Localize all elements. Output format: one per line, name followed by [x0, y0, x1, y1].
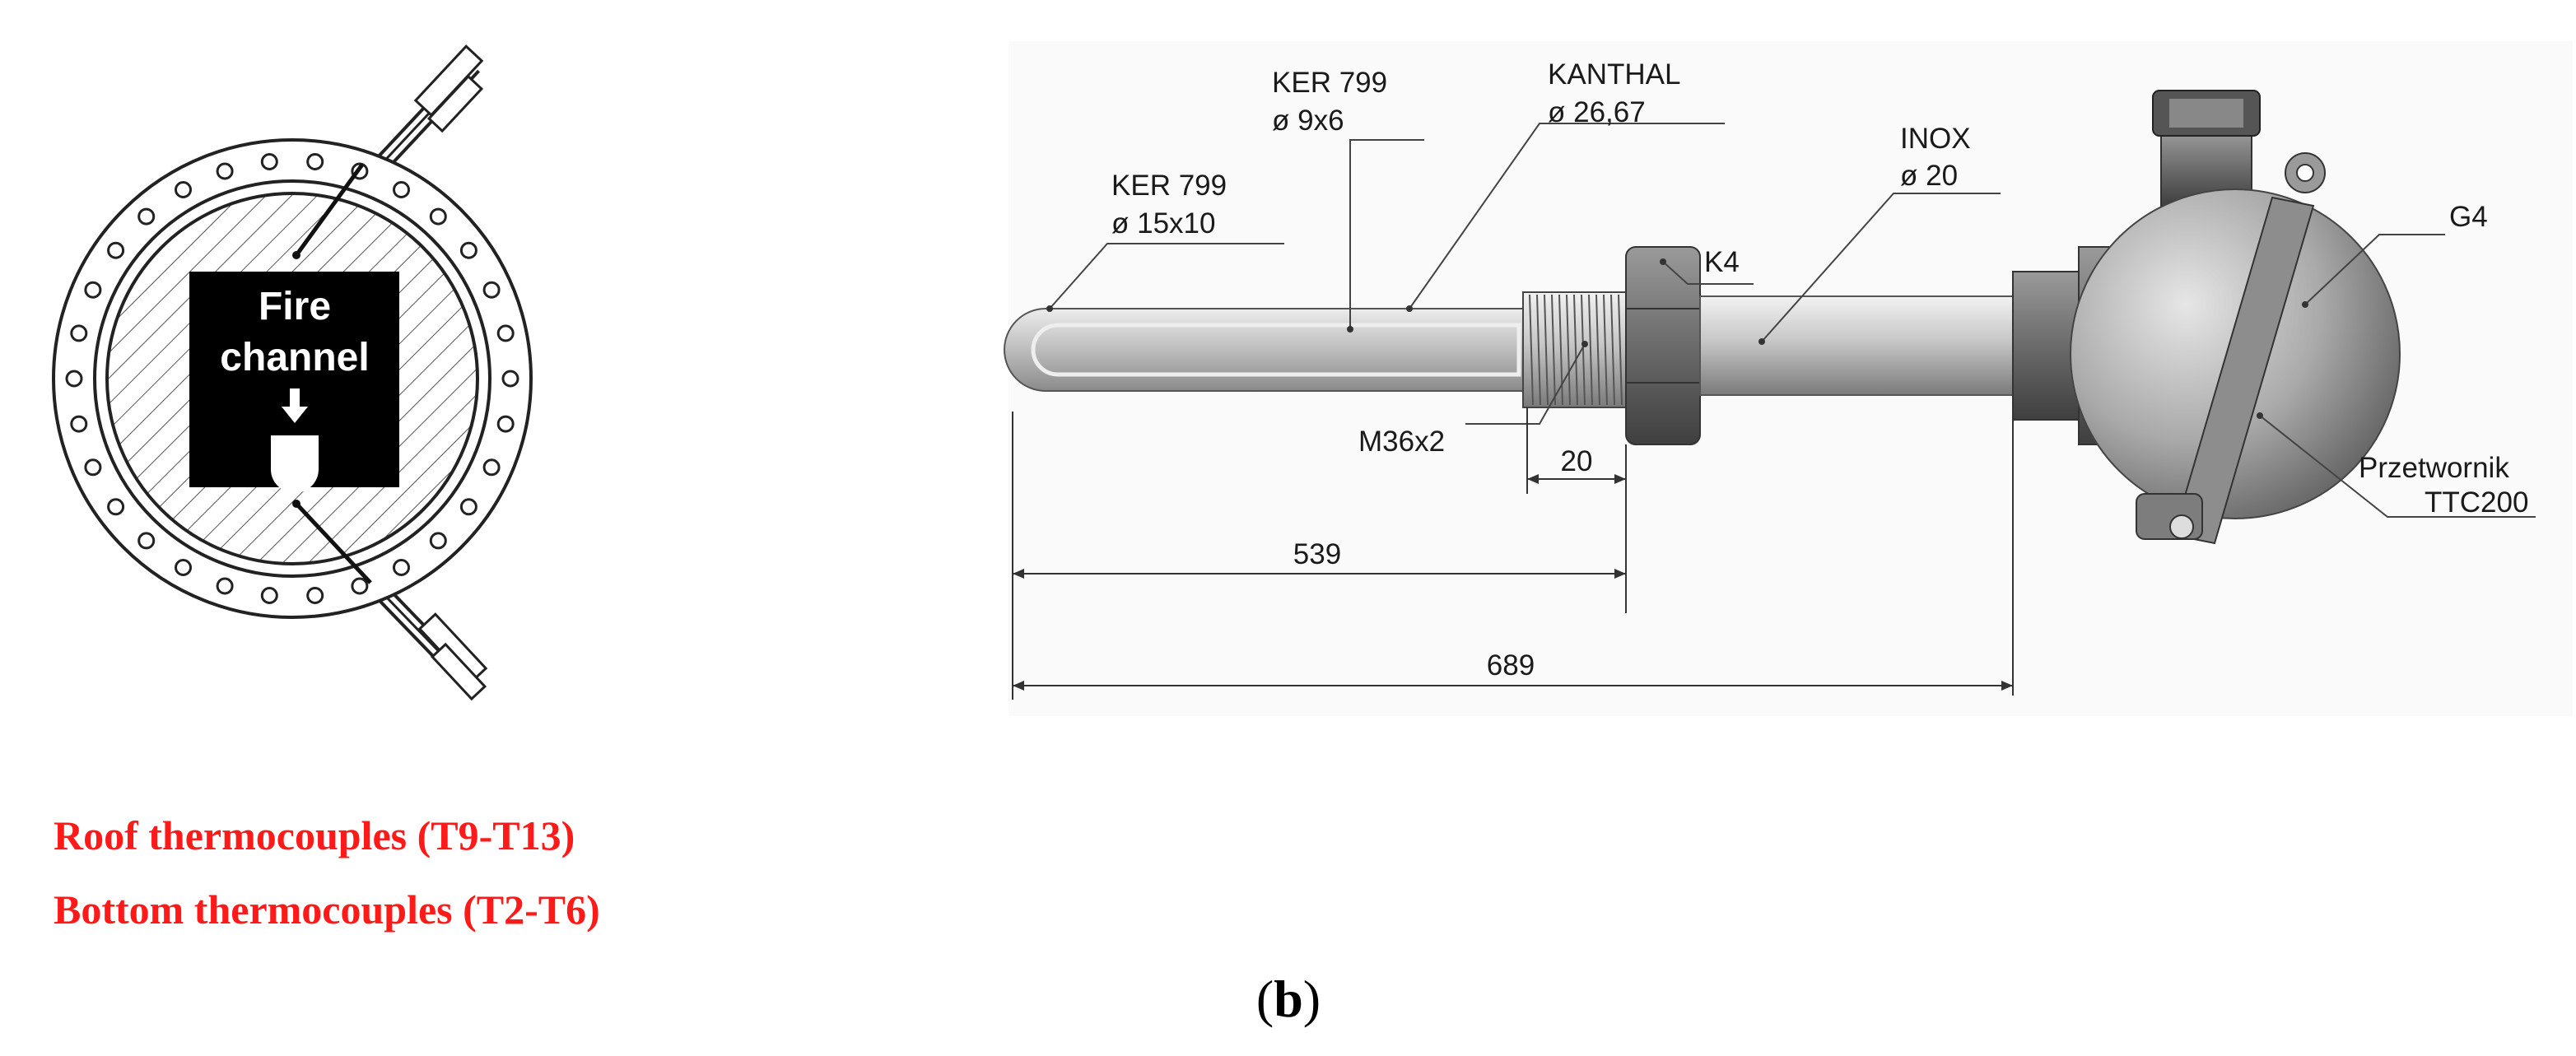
subfigure-close-paren: )	[1303, 970, 1321, 1028]
dimension-insertion-length: 539	[1293, 538, 1341, 570]
bolt-hole	[496, 415, 515, 433]
dimension-total-length: 689	[1487, 649, 1535, 682]
threaded-fitting	[1522, 291, 1627, 408]
thermocouple-drawing: KER 799 ø 15x10 KER 799 ø 9x6 KANTHAL ø …	[1004, 41, 2573, 716]
thread-ridge	[1588, 294, 1593, 406]
bolt-hole	[306, 587, 324, 604]
bolt-hole	[70, 415, 88, 433]
label-ker-inner-name: KER 799	[1272, 67, 1387, 99]
flange-bolt-holes	[65, 153, 519, 604]
bolt-hole	[496, 324, 515, 342]
thread-ridge	[1566, 294, 1571, 406]
bolt-hole	[393, 181, 410, 198]
subfigure-letter: b	[1274, 970, 1303, 1028]
furnace-cross-section: Fire channel	[52, 44, 533, 701]
caption-roof-thermocouples: Roof thermocouples (T9-T13)	[54, 812, 575, 858]
bolt-hole	[260, 587, 278, 604]
thread-ridge	[1603, 294, 1608, 406]
label-ker-outer-name: KER 799	[1111, 170, 1227, 202]
sample-specimen	[271, 435, 319, 493]
bolt-hole	[175, 559, 192, 576]
thread-ridge	[1544, 294, 1549, 406]
caption-bottom-thermocouples: Bottom thermocouples (T2-T6)	[54, 886, 600, 933]
bolt-hole	[84, 281, 102, 299]
bolt-hole	[70, 324, 88, 342]
ceramic-sheath	[1004, 308, 1532, 392]
thread-ridge	[1581, 294, 1586, 406]
label-kanthal-name: KANTHAL	[1548, 58, 1680, 91]
dimension-thread-length: 20	[1561, 445, 1593, 477]
bolt-hole	[459, 498, 477, 516]
bolt-hole	[84, 458, 102, 477]
head-latch	[2136, 493, 2203, 540]
dimension-lines	[1013, 474, 2013, 691]
head-clamp-band	[2172, 196, 2315, 545]
label-head: G4	[2449, 201, 2488, 233]
thread-ridge	[1558, 294, 1563, 406]
label-ker-inner-dim: ø 9x6	[1272, 105, 1344, 137]
bolt-hole	[306, 153, 324, 170]
down-arrow-icon	[282, 388, 308, 423]
bolt-hole	[65, 370, 83, 388]
bolt-hole	[137, 532, 156, 550]
label-nut: K4	[1704, 246, 1740, 278]
bolt-hole	[216, 577, 234, 595]
label-thread: M36x2	[1358, 426, 1445, 458]
bolt-hole	[351, 577, 369, 595]
bolt-hole	[393, 559, 410, 576]
inox-tube	[1699, 295, 2022, 396]
thread-ridge	[1573, 294, 1578, 406]
subfigure-open-paren: (	[1256, 970, 1274, 1028]
label-inox-name: INOX	[1900, 123, 1971, 155]
bolt-hole	[482, 458, 501, 477]
bolt-hole	[459, 241, 477, 259]
thread-ridge	[1529, 294, 1534, 406]
leader-lines	[1046, 123, 2536, 518]
cable-gland	[2152, 90, 2261, 207]
subfigure-label: (b)	[1256, 970, 1321, 1028]
label-ker-outer-dim: ø 15x10	[1111, 207, 1215, 240]
thread-ridge	[1610, 294, 1615, 406]
label-transmitter-line1: Przetwornik	[2359, 452, 2509, 484]
bolt-hole	[107, 498, 125, 516]
thread-ridge	[1536, 294, 1541, 406]
fire-channel-label-line2: channel	[220, 336, 369, 379]
hex-nut	[1625, 246, 1701, 445]
fire-channel-label-line1: Fire	[259, 285, 331, 328]
label-transmitter-line2: TTC200	[2425, 486, 2528, 519]
bolt-hole	[175, 181, 192, 198]
thread-ridge	[1595, 294, 1600, 406]
bolt-hole	[482, 281, 501, 299]
bolt-hole	[260, 153, 278, 170]
bolt-hole	[107, 241, 125, 259]
thread-ridge	[1618, 294, 1623, 406]
bolt-hole	[137, 207, 156, 226]
label-inox-dim: ø 20	[1900, 160, 1958, 192]
bolt-hole	[501, 370, 519, 388]
thread-ridge	[1551, 294, 1556, 406]
label-kanthal-dim: ø 26,67	[1548, 96, 1646, 128]
bolt-hole	[429, 207, 447, 226]
extension-lines	[1012, 407, 2014, 700]
bolt-hole	[216, 162, 234, 180]
bolt-hole	[429, 532, 447, 550]
